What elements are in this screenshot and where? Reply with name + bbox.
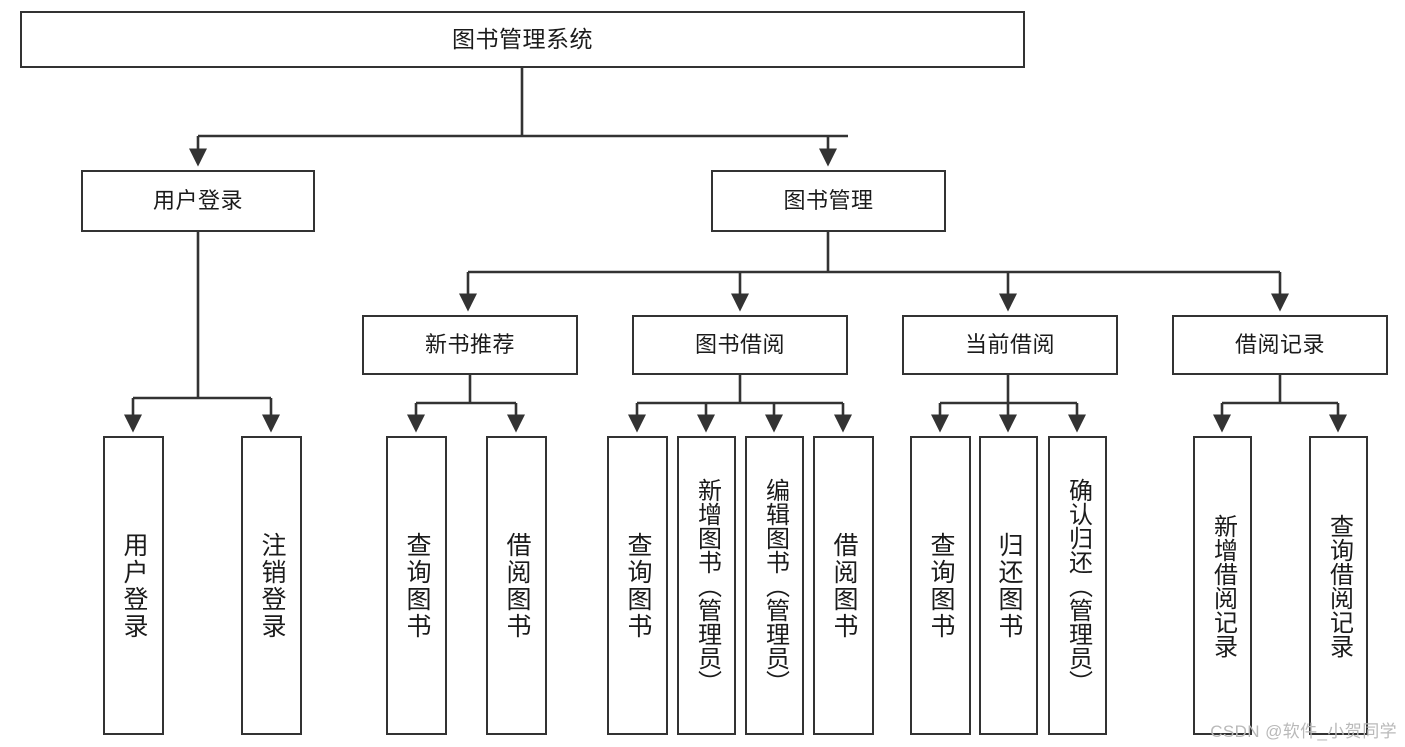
node-book-borrow-label: 图书借阅	[694, 332, 785, 358]
node-leaf-borrow-book-1-label: 借阅图书	[503, 531, 531, 640]
node-leaf-logout-login-label: 注销登录	[258, 531, 286, 640]
node-leaf-user-login-label: 用户登录	[120, 531, 148, 640]
node-leaf-add-record[interactable]: 新增借阅记录	[1193, 436, 1252, 735]
node-leaf-query-book-2-label: 查询图书	[624, 531, 652, 640]
node-leaf-edit-book-label: 编辑图书（管理员）	[761, 477, 789, 694]
node-leaf-query-book-1-label: 查询图书	[403, 531, 431, 640]
node-leaf-borrow-book-2-label: 借阅图书	[830, 531, 858, 640]
node-leaf-add-record-label: 新增借阅记录	[1209, 513, 1237, 658]
node-leaf-query-book-2[interactable]: 查询图书	[607, 436, 668, 735]
node-leaf-confirm-return[interactable]: 确认归还（管理员）	[1048, 436, 1107, 735]
node-book-management[interactable]: 图书管理	[711, 170, 946, 232]
node-leaf-query-record[interactable]: 查询借阅记录	[1309, 436, 1368, 735]
node-current-borrow[interactable]: 当前借阅	[902, 315, 1118, 375]
node-user-login[interactable]: 用户登录	[81, 170, 315, 232]
node-book-management-label: 图书管理	[783, 188, 874, 214]
node-leaf-borrow-book-2[interactable]: 借阅图书	[813, 436, 874, 735]
node-root-label: 图书管理系统	[452, 25, 593, 52]
node-leaf-borrow-book-1[interactable]: 借阅图书	[486, 436, 547, 735]
node-leaf-edit-book[interactable]: 编辑图书（管理员）	[745, 436, 804, 735]
node-leaf-logout-login[interactable]: 注销登录	[241, 436, 302, 735]
node-new-book-recommend-label: 新书推荐	[424, 332, 515, 358]
node-leaf-confirm-return-label: 确认归还（管理员）	[1064, 477, 1092, 694]
node-leaf-add-book-label: 新增图书（管理员）	[693, 477, 721, 694]
node-leaf-user-login[interactable]: 用户登录	[103, 436, 164, 735]
node-leaf-query-book-3[interactable]: 查询图书	[910, 436, 971, 735]
node-leaf-add-book[interactable]: 新增图书（管理员）	[677, 436, 736, 735]
watermark: CSDN @软件_小贺同学	[1210, 722, 1397, 741]
node-root[interactable]: 图书管理系统	[20, 11, 1025, 68]
node-leaf-return-book-label: 归还图书	[995, 531, 1023, 640]
node-borrow-record[interactable]: 借阅记录	[1172, 315, 1388, 375]
node-leaf-return-book[interactable]: 归还图书	[979, 436, 1038, 735]
node-borrow-record-label: 借阅记录	[1234, 332, 1325, 358]
node-book-borrow[interactable]: 图书借阅	[632, 315, 848, 375]
node-new-book-recommend[interactable]: 新书推荐	[362, 315, 578, 375]
node-current-borrow-label: 当前借阅	[964, 332, 1055, 358]
node-user-login-label: 用户登录	[152, 188, 243, 214]
node-leaf-query-record-label: 查询借阅记录	[1325, 513, 1353, 658]
node-leaf-query-book-3-label: 查询图书	[927, 531, 955, 640]
node-leaf-query-book-1[interactable]: 查询图书	[386, 436, 447, 735]
